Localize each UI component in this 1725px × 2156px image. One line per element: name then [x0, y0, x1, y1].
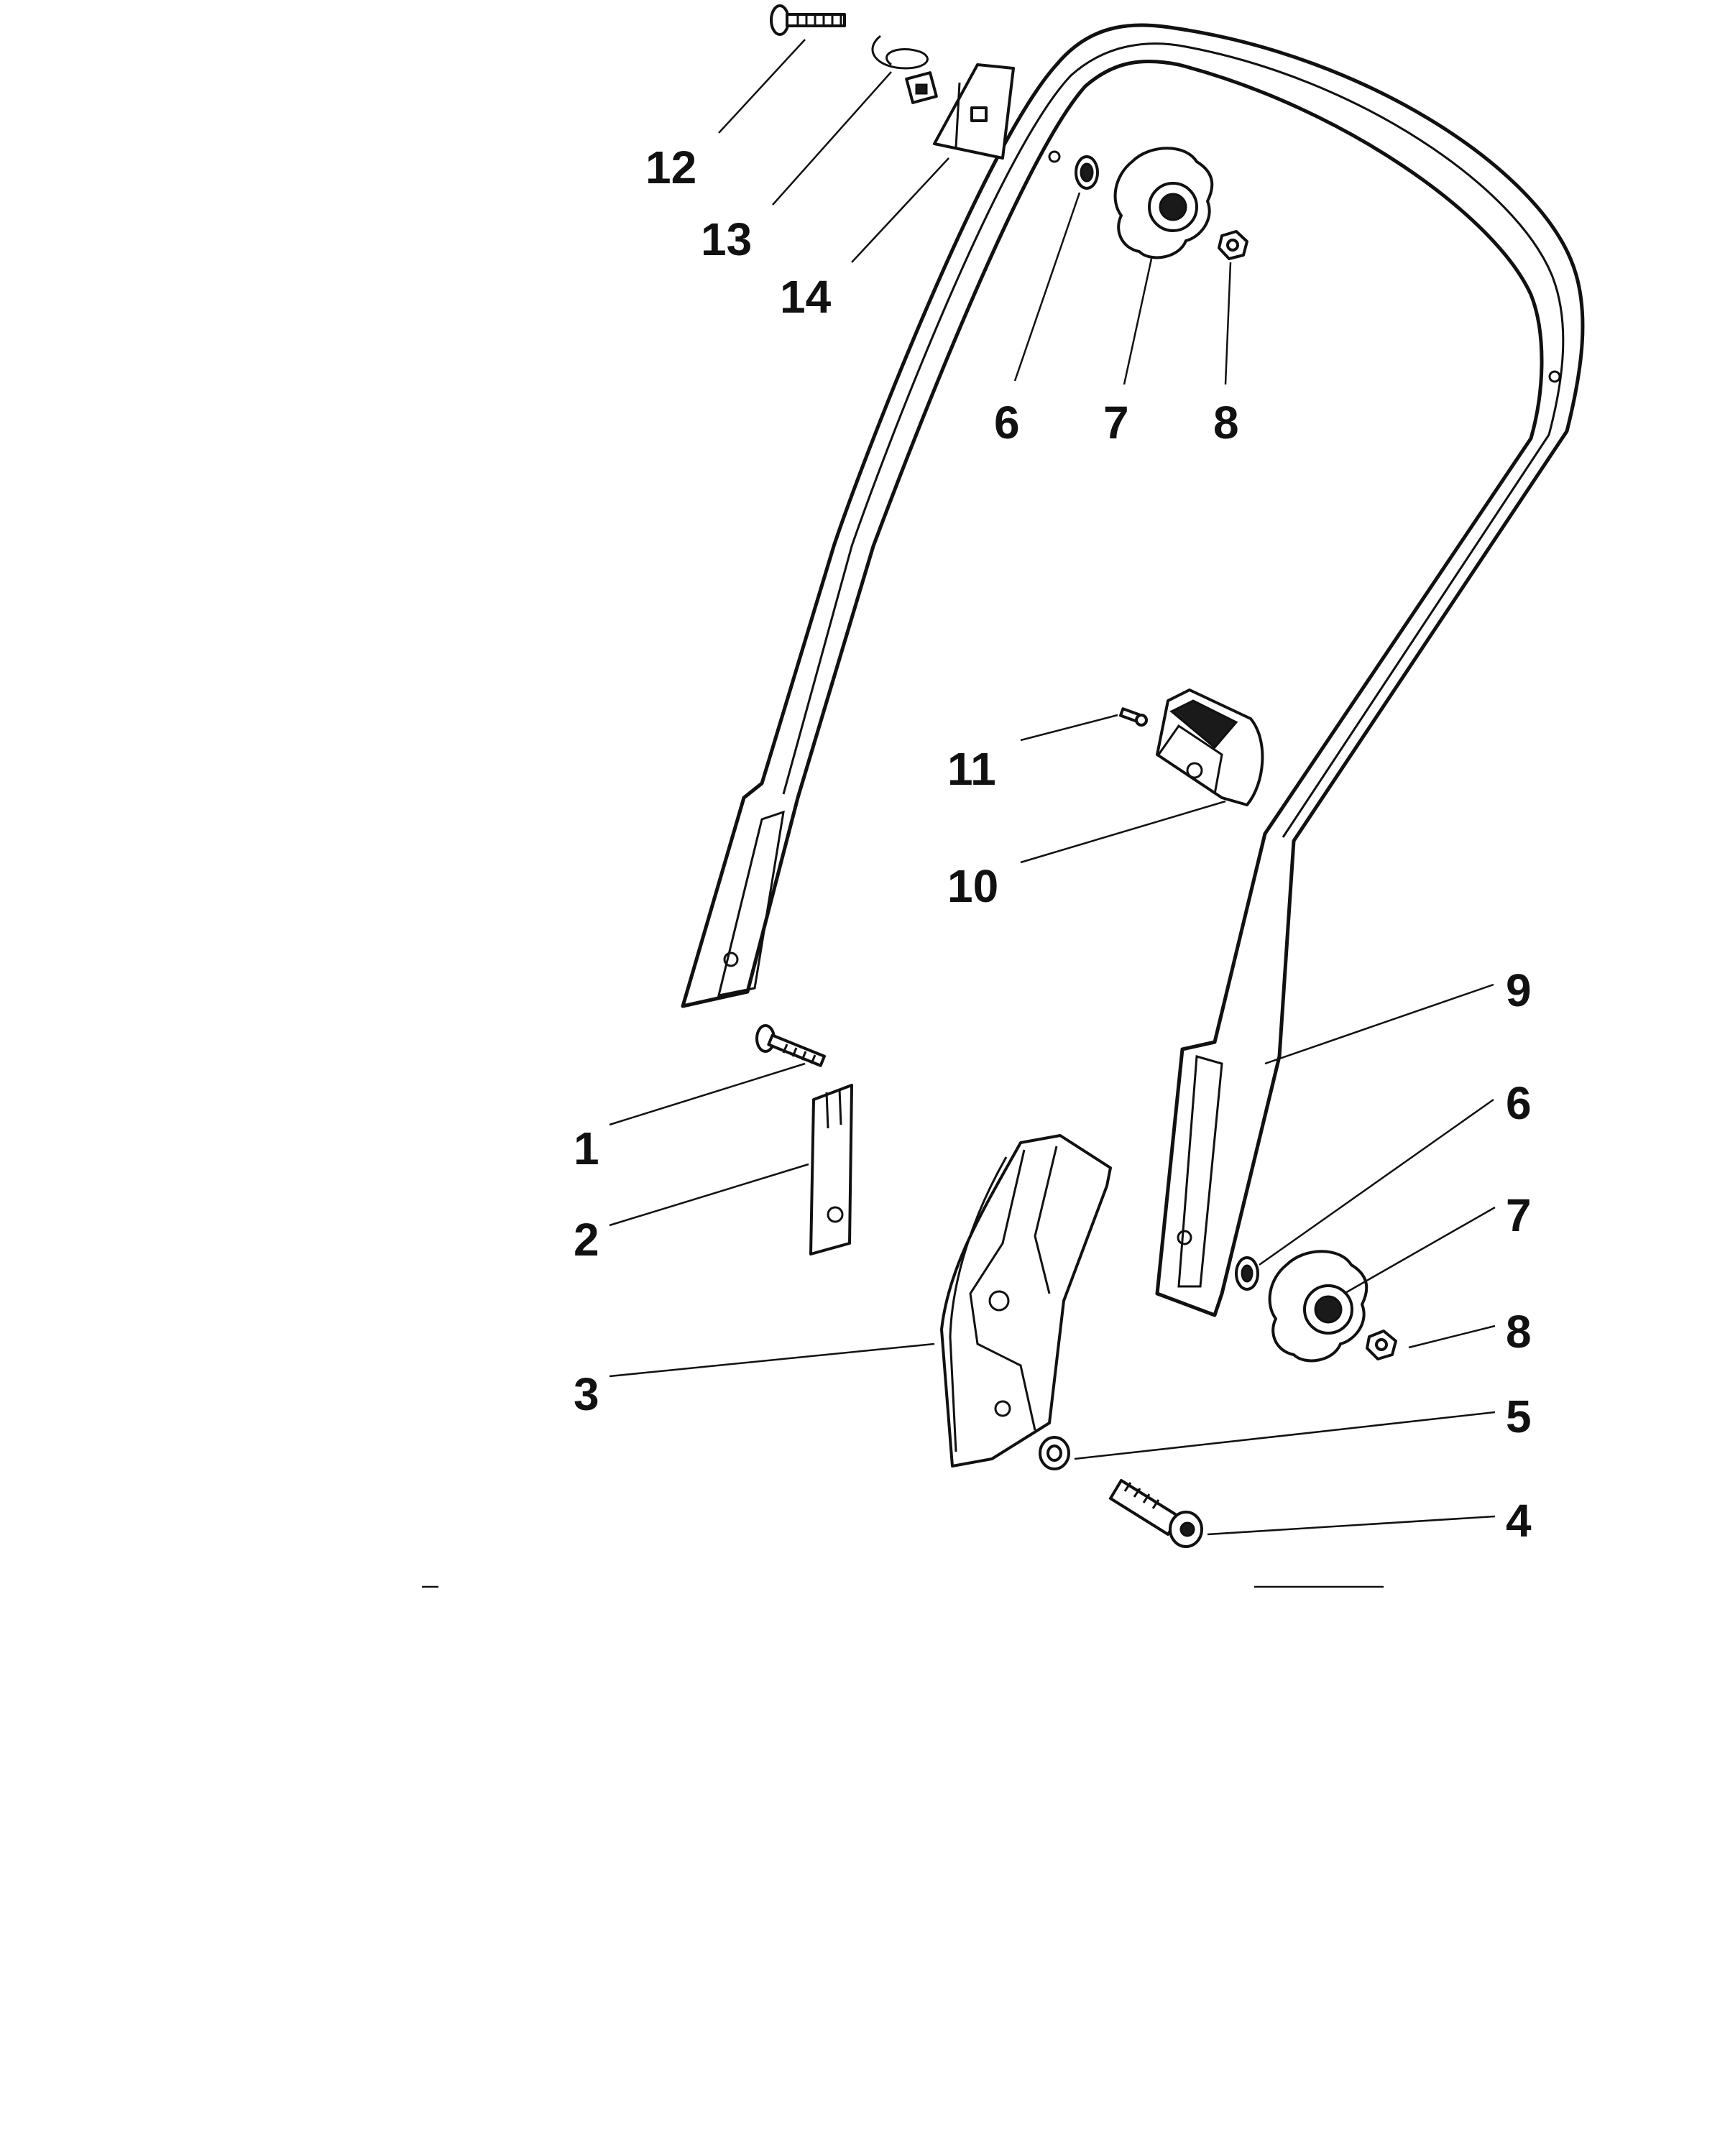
part-10-cable-guide	[1156, 688, 1264, 806]
callout-labels: 12 13 14 6 7 8 11 10 9 6 7 8 5 4 1 2 3	[574, 142, 1532, 1547]
part-3-bracket	[940, 1134, 1112, 1468]
part-7-knob-lower	[1268, 1250, 1368, 1363]
callout-4: 4	[1506, 1495, 1532, 1547]
part-11-screw	[1119, 707, 1148, 727]
callout-6-upper: 6	[994, 397, 1020, 448]
part-8-nut-upper	[1218, 230, 1248, 260]
callout-7-lower: 7	[1506, 1189, 1532, 1241]
callout-7-upper: 7	[1103, 397, 1129, 448]
part-2-plate	[809, 1084, 853, 1256]
part-7-knob-upper	[1113, 147, 1214, 259]
part-12-bolt	[770, 4, 846, 36]
callout-13: 13	[701, 213, 752, 265]
callout-8-lower: 8	[1506, 1306, 1532, 1358]
callout-12: 12	[645, 142, 696, 193]
part-1-bolt	[755, 1024, 826, 1067]
part-8-nut-lower	[1366, 1330, 1397, 1360]
part-5-washer	[1039, 1436, 1070, 1470]
callout-11: 11	[947, 743, 996, 795]
leader-lines	[609, 39, 1496, 1536]
callout-2: 2	[574, 1214, 599, 1266]
callout-10: 10	[947, 860, 998, 912]
part-6-washer-lower	[1235, 1256, 1259, 1291]
callout-6-lower: 6	[1506, 1077, 1532, 1129]
callout-14: 14	[780, 271, 832, 323]
part-14-cover	[933, 63, 1015, 160]
callout-9: 9	[1506, 964, 1532, 1016]
callout-3: 3	[574, 1368, 599, 1420]
callout-1: 1	[574, 1123, 599, 1174]
callout-5: 5	[1506, 1391, 1532, 1442]
part-13-clip	[871, 34, 938, 104]
part-4-bolt	[1109, 1479, 1203, 1548]
part-6-washer-upper	[1075, 155, 1099, 190]
handle-frame	[681, 23, 1585, 1317]
callout-8-upper: 8	[1213, 397, 1239, 448]
